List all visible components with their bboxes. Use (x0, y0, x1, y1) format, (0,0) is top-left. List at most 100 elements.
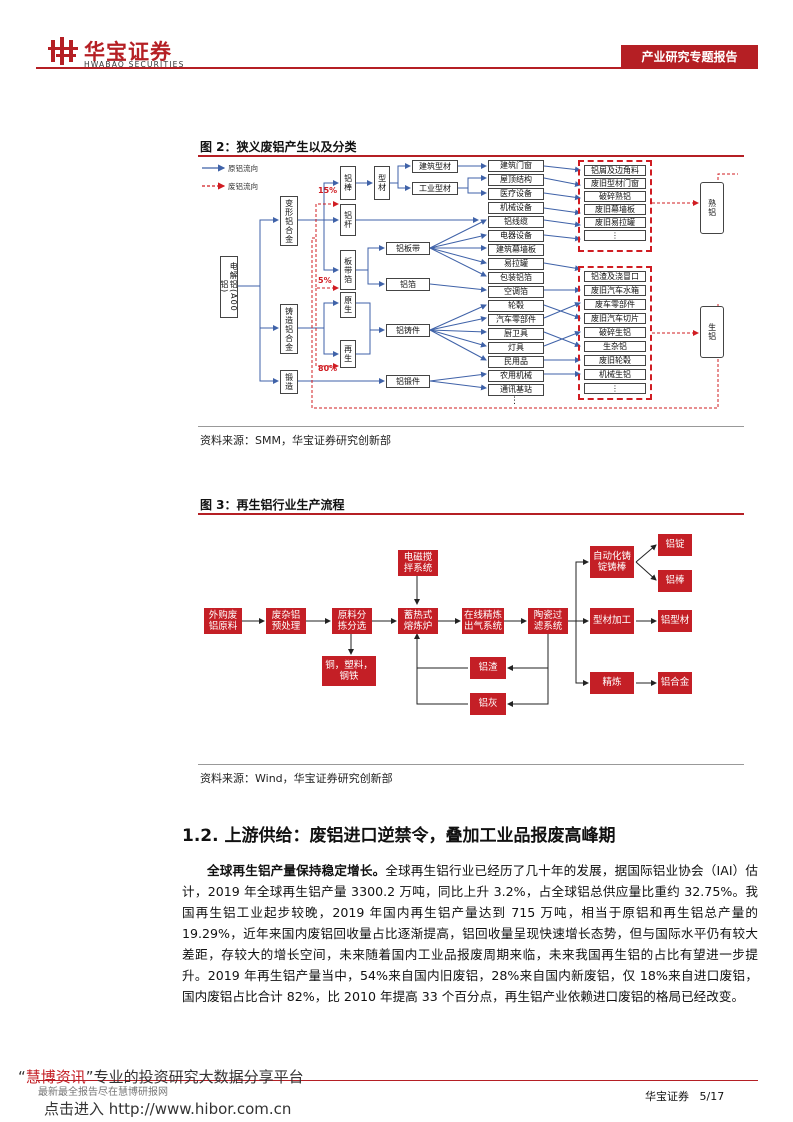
scrap-new-item: 铝渣及浇冒口 (584, 271, 646, 282)
product-item: 电器设备 (488, 230, 544, 242)
figure2-diagram: 原铝流向 废铝流向 电解铝(A00铝) 变形铝合金 铸造铝合金 锻造 铝棒 铝杆… (198, 158, 744, 423)
product-item: 医疗设备 (488, 188, 544, 200)
section-title: 1.2. 上游供给：废铝进口逆禁令，叠加工业品报废高峰期 (182, 826, 616, 846)
scrap-old-item: 废旧型材门窗 (584, 178, 646, 189)
figure3-bottom-rule (198, 764, 744, 765)
output-alloy: 铝合金 (658, 672, 692, 694)
scrap-old-item: 铝屑及边角料 (584, 165, 646, 176)
figure3-diagram: 外购废铝原料 废杂铝预处理 原料分拣分选 蓄热式熔炼炉 在线精炼出气系统 陶瓷过… (198, 516, 744, 762)
product-item: 机械设备 (488, 202, 544, 214)
scrap-new-item: 破碎生铝 (584, 327, 646, 338)
product-item: 厨卫具 (488, 328, 544, 340)
pct-5: 5% (318, 276, 332, 285)
stage-bar: 铝杆 (340, 204, 356, 236)
stage-rod: 铝棒 (340, 166, 356, 200)
stage-recycled: 再生 (340, 340, 356, 368)
stage-profile: 型材 (374, 166, 390, 200)
scrap-new-item: 废旧汽车水箱 (584, 285, 646, 296)
report-type-badge: 产业研究专题报告 (621, 45, 758, 69)
residue-ash: 铝灰 (470, 693, 506, 715)
byproduct-metals: 铜，塑料，钢铁 (322, 656, 376, 686)
figure2-bottom-rule (198, 426, 744, 427)
scrap-old-group (578, 160, 652, 252)
branch-ingot-casting: 自动化铸锭铸棒 (590, 546, 634, 578)
alloy-forged: 锻造 (280, 370, 298, 394)
figure3-source: 资料来源：Wind，华宝证券研究创新部 (200, 772, 393, 785)
product-item: 民用品 (488, 356, 544, 368)
figure3-top-rule (198, 513, 744, 515)
output-ingot: 铝锭 (658, 534, 692, 556)
step-online-refining: 在线精炼出气系统 (462, 608, 504, 634)
output-profile: 铝型材 (658, 610, 692, 632)
scrap-new-item: 废车零部件 (584, 299, 646, 310)
step-pretreatment: 废杂铝预处理 (266, 608, 306, 634)
scrap-old-item: 废旧幕墙板 (584, 204, 646, 215)
figure2-source: 资料来源：SMM，华宝证券研究创新部 (200, 434, 391, 447)
product-item: 农用机械 (488, 370, 544, 382)
scrap-new-item: 废旧汽车切片 (584, 313, 646, 324)
root-electrolytic-aluminum: 电解铝(A00铝) (220, 256, 238, 318)
mid-industrial-profile: 工业型材 (412, 182, 458, 195)
watermark-slogan-text: 专业的投资研究大数据分享平台 (93, 1068, 304, 1086)
header-divider (36, 67, 758, 69)
product-item: 建筑幕墙板 (488, 244, 544, 256)
section-paragraph: 全球再生铝产量保持稳定增长。全球再生铝行业已经历了几十年的发展，据国际铝业协会（… (182, 860, 758, 1007)
branch-profile-processing: 型材加工 (590, 608, 634, 634)
company-logo-icon (48, 37, 78, 65)
mid-casting: 铝铸件 (386, 324, 430, 337)
mid-building-profile: 建筑型材 (412, 160, 458, 173)
alloy-wrought: 变形铝合金 (280, 196, 298, 246)
scrap-type-cast: 生铝 (700, 306, 724, 358)
step-sorting: 原料分拣分选 (332, 608, 372, 634)
step-purchased-scrap: 外购废铝原料 (204, 608, 242, 634)
alloy-cast: 铸造铝合金 (280, 304, 298, 354)
pct-15: 15% (318, 186, 338, 195)
figure3-title: 图 3：再生铝行业生产流程 (200, 498, 345, 512)
page-number: 5/17 (699, 1090, 725, 1103)
scrap-old-item: ⋮ (584, 230, 646, 241)
legend-primary-label: 原铝流向 (228, 164, 258, 173)
product-item: 空调箔 (488, 286, 544, 298)
mid-foil: 铝箔 (386, 278, 430, 291)
product-item: 通讯基站 (488, 384, 544, 396)
paragraph-body: 全球再生铝行业已经历了几十年的发展，据国际铝业协会（IAI）估计，2019 年全… (182, 863, 759, 1004)
product-item: 灯具 (488, 342, 544, 354)
output-rod: 铝棒 (658, 570, 692, 592)
scrap-new-item: 废旧轮毂 (584, 355, 646, 366)
product-more: ⋮ (510, 396, 519, 406)
figure2-title: 图 2：狭义废铝产生以及分类 (200, 140, 357, 154)
footer-page-info: 华宝证券 5/17 (645, 1088, 724, 1104)
mid-sheet-strip: 铝板带 (386, 242, 430, 255)
watermark-brand: 慧博资讯 (25, 1068, 86, 1086)
figure2-top-rule (198, 155, 744, 157)
product-item: 轮毂 (488, 300, 544, 312)
watermark-slogan: “慧博资讯”专业的投资研究大数据分享平台 (18, 1068, 304, 1086)
figure2-connectors (202, 163, 738, 409)
pct-80: 80% (318, 364, 338, 373)
stage-primary: 原生 (340, 292, 356, 318)
scrap-old-item: 破碎熟铝 (584, 191, 646, 202)
scrap-new-group (578, 266, 652, 400)
scrap-type-wrought: 熟铝 (700, 182, 724, 234)
step-regenerative-furnace: 蓄热式熔炼炉 (398, 608, 438, 634)
company-name-en: HWABAO SECURITIES (84, 60, 185, 69)
watermark-link[interactable]: 点击进入 http://www.hibor.com.cn (44, 1100, 292, 1118)
scrap-new-item: 生杂铝 (584, 341, 646, 352)
product-item: 屋顶结构 (488, 174, 544, 186)
watermark-faint: 最新最全报告尽在慧博研报网 (38, 1087, 168, 1098)
step-ceramic-filter: 陶瓷过滤系统 (528, 608, 568, 634)
scrap-new-item: 机械生铝 (584, 369, 646, 380)
mid-forging: 铝锻件 (386, 375, 430, 388)
stage-sheet-strip-foil: 板带箔 (340, 250, 356, 290)
product-item: 铝线缆 (488, 216, 544, 228)
company-name-cn: 华宝证券 (84, 40, 172, 64)
product-item: 包装铝箔 (488, 272, 544, 284)
branch-refining: 精炼 (590, 672, 634, 694)
step-em-stirring: 电磁搅拌系统 (398, 550, 438, 576)
product-item: 建筑门窗 (488, 160, 544, 172)
legend-scrap-label: 废铝流向 (228, 182, 258, 191)
residue-dross: 铝渣 (470, 657, 506, 679)
figure3-connectors (242, 544, 657, 707)
footer-divider (36, 1080, 758, 1081)
footer-company: 华宝证券 (645, 1090, 689, 1103)
